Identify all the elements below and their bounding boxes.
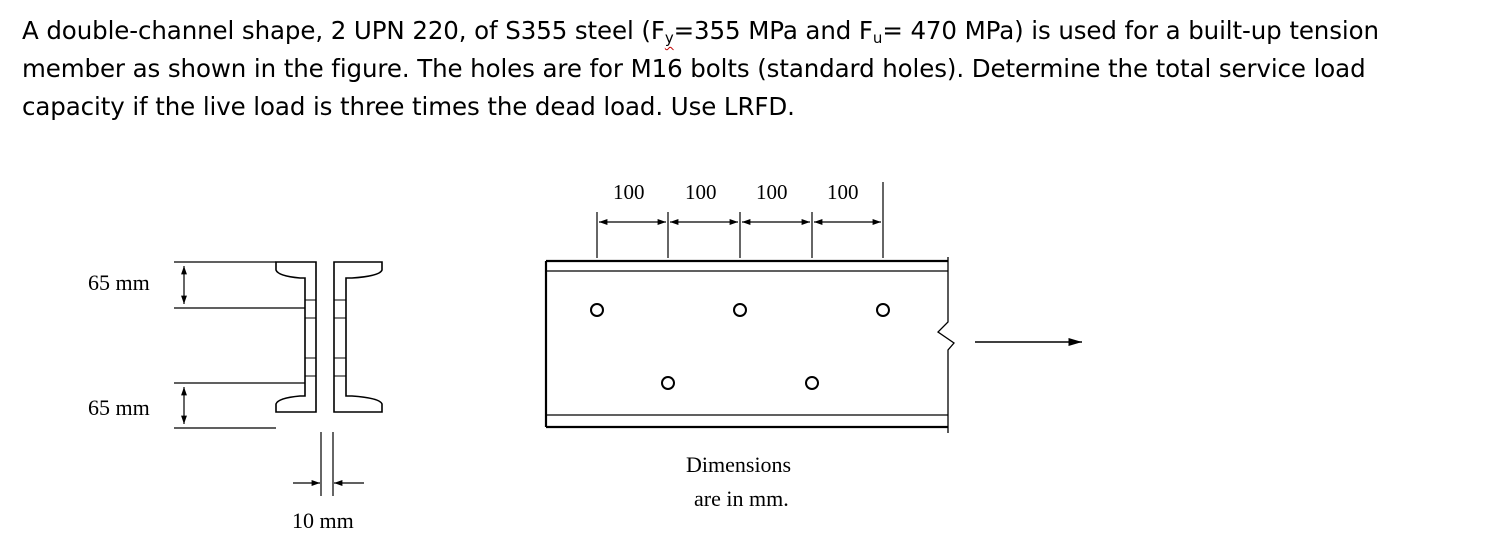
right-channel [333, 261, 383, 413]
line1-text-b: =355 MPa and F [673, 16, 873, 45]
problem-line-3: capacity if the live load is three times… [22, 92, 795, 121]
bolt-hole [590, 303, 604, 317]
bolt-hole [733, 303, 747, 317]
top-flange-dim-label: 65 mm [88, 270, 150, 295]
spacing-dimensions [596, 182, 884, 258]
problem-line-1: A double-channel shape, 2 UPN 220, of S3… [22, 12, 1482, 50]
spacing-label-4: 100 [827, 180, 859, 204]
fy-subscript: y [664, 29, 674, 47]
line1-text-c: = 470 MPa) is used for a built-up tensio… [882, 16, 1379, 45]
spacing-label-3: 100 [756, 180, 788, 204]
dimensions-note-line2: are in mm. [694, 486, 789, 511]
problem-line-2: member as shown in the figure. The holes… [22, 54, 1366, 83]
gap-dim-label: 10 mm [292, 508, 354, 533]
problem-statement: A double-channel shape, 2 UPN 220, of S3… [22, 12, 1482, 126]
fu-subscript: u [872, 29, 883, 47]
break-line [936, 257, 955, 433]
dimensions-note-line1: Dimensions [686, 452, 791, 477]
bolt-hole [805, 376, 819, 390]
line1-text-a: A double-channel shape, 2 UPN 220, of S3… [22, 16, 665, 45]
spacing-label-1: 100 [613, 180, 645, 204]
double-channel-section [275, 261, 383, 413]
bolt-holes [590, 303, 890, 390]
left-channel [275, 261, 317, 413]
plan-view [544, 257, 955, 433]
spacing-label-2: 100 [685, 180, 717, 204]
bottom-flange-dim-label: 65 mm [88, 395, 150, 420]
bolt-hole [661, 376, 675, 390]
bolt-hole [876, 303, 890, 317]
section-dimensions [174, 261, 364, 496]
